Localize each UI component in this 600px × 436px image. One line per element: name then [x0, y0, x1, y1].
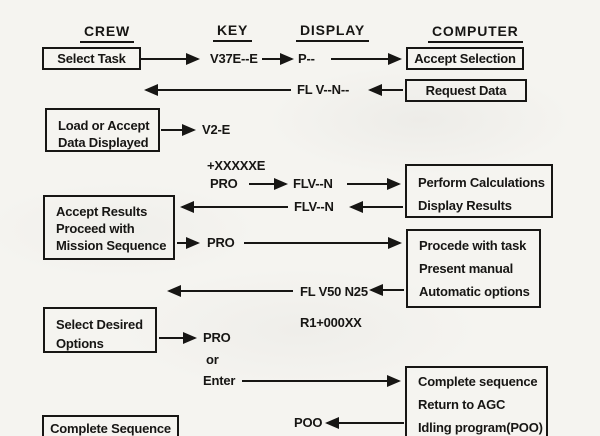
- box-procede-with-task: Procede with task Present manual Automat…: [406, 229, 541, 308]
- label-fl-v50-n25: FL V50 N25: [300, 284, 368, 299]
- label-or: or: [206, 352, 219, 367]
- box-procede-line2: Present manual: [419, 261, 514, 276]
- box-complete-seq-line2: Return to AGC: [418, 397, 506, 412]
- box-accept-results-line3: Mission Sequence: [56, 238, 167, 253]
- box-complete-sequence-computer: Complete sequence Return to AGC Idling p…: [405, 366, 548, 436]
- box-select-desired-options: Select Desired Options: [43, 307, 157, 353]
- box-complete-seq-line1: Complete sequence: [418, 374, 538, 389]
- box-procede-line3: Automatic options: [419, 284, 530, 299]
- box-accept-results: Accept Results Proceed with Mission Sequ…: [43, 195, 175, 260]
- box-load-accept-data: Load or Accept Data Displayed: [45, 108, 160, 152]
- box-procede-line1: Procede with task: [419, 238, 527, 253]
- label-enter: Enter: [203, 373, 236, 388]
- box-perform-calc-line1: Perform Calculations: [418, 175, 545, 190]
- label-flv-n-results: FLV--N: [294, 199, 334, 214]
- box-request-data-label: Request Data: [425, 83, 507, 98]
- box-perform-calculations: Perform Calculations Display Results: [405, 164, 553, 218]
- header-computer: COMPUTER: [428, 23, 523, 43]
- header-display: DISPLAY: [296, 22, 369, 42]
- box-load-accept-line2: Data Displayed: [58, 135, 149, 150]
- label-v37e-e: V37E--E: [210, 51, 258, 66]
- label-v2-e: V2-E: [202, 122, 231, 137]
- box-accept-results-line2: Proceed with: [56, 221, 135, 236]
- box-load-accept-line1: Load or Accept: [58, 118, 150, 133]
- header-crew: CREW: [80, 23, 134, 43]
- box-select-task: Select Task: [42, 47, 141, 70]
- box-complete-sequence-crew: Complete Sequence: [42, 415, 179, 436]
- label-fl-v-n-blank: FL V--N--: [297, 82, 350, 97]
- header-key: KEY: [213, 22, 253, 42]
- box-request-data: Request Data: [405, 79, 527, 102]
- label-pro-options: PRO: [203, 330, 231, 345]
- label-flv-n-request: FLV--N: [293, 176, 333, 191]
- box-accept-selection: Accept Selection: [406, 47, 524, 70]
- box-complete-seq-line3: Idling program(POO): [418, 420, 543, 435]
- label-p-blank: P--: [298, 51, 315, 66]
- box-select-options-line1: Select Desired: [56, 317, 143, 332]
- label-plus-xxxxxe: +XXXXXE: [207, 158, 266, 173]
- label-r1-plus-000xx: R1+000XX: [300, 315, 362, 330]
- label-pro-proceed: PRO: [207, 235, 235, 250]
- label-poo: POO: [294, 415, 323, 430]
- box-select-options-line2: Options: [56, 336, 104, 351]
- box-complete-sequence-crew-label: Complete Sequence: [50, 421, 171, 436]
- box-accept-results-line1: Accept Results: [56, 204, 148, 219]
- box-select-task-label: Select Task: [57, 51, 126, 66]
- box-accept-selection-label: Accept Selection: [414, 51, 516, 66]
- label-pro-data: PRO: [210, 176, 238, 191]
- box-perform-calc-line2: Display Results: [418, 198, 512, 213]
